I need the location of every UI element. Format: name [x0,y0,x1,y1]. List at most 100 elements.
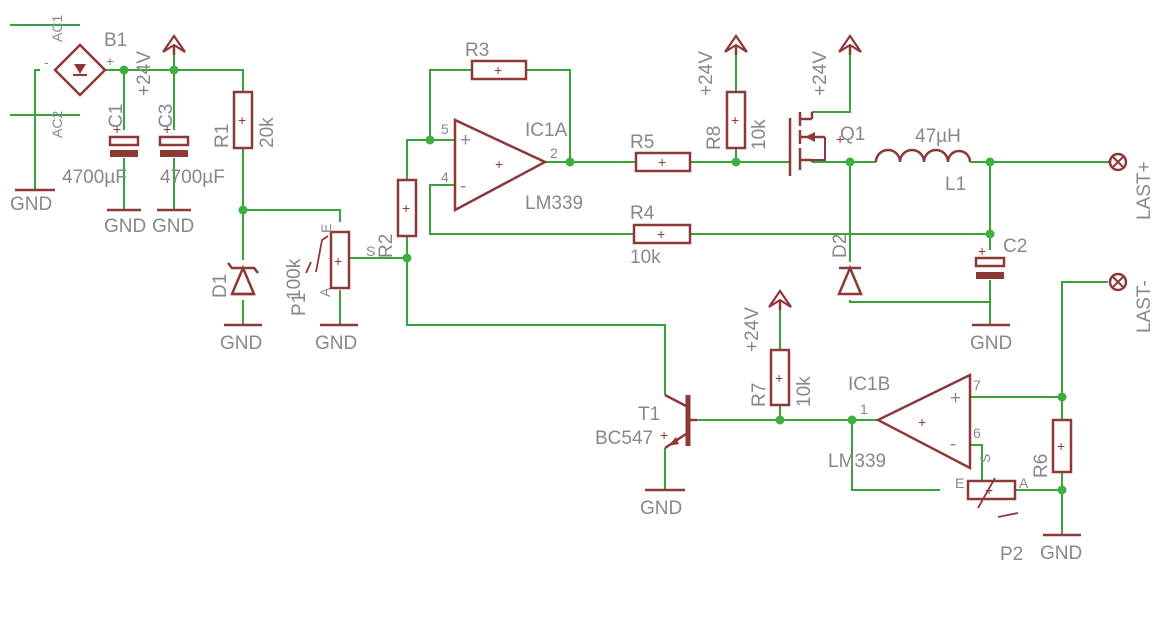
svg-text:+: + [918,414,926,430]
t1-label: T1 [638,404,660,425]
b1-minus-pin: - [44,54,49,70]
b1-plus-pin: + [106,53,114,69]
transistor-t1: + T1 BC547 [595,393,697,450]
resistor-r8: + R8 10k [704,90,770,150]
svg-text:+: + [238,112,246,128]
p1-a-pin: A [317,287,333,297]
potentiometer-p2: + E S A P2 [955,454,1029,565]
b1-label: B1 [104,30,127,51]
r5-label: R5 [630,132,654,153]
ic1b-label: IC1B [848,374,890,395]
r2-label: R2 [376,234,397,258]
gnd-label-7: GND [640,498,682,519]
svg-text:+: + [657,226,665,242]
svg-text:+: + [658,154,666,170]
junctions [119,65,1067,495]
svg-text:+: + [660,427,668,443]
svg-text:+: + [163,121,171,137]
r8-value: 10k [749,119,770,150]
comparator-ic1b: + - + 7 6 1 IC1B LM339 [828,372,981,472]
ic1b-pin-minus: 6 [973,425,981,441]
mosfet-q1: + Q1 [788,112,865,176]
ic1b-type: LM339 [828,451,886,472]
d2-label: D2 [830,234,851,258]
comparator-ic1a: + - + 5 4 2 IC1A LM339 [441,118,583,214]
r3-label: R3 [465,40,489,61]
svg-text:+: + [836,131,844,147]
svg-text:+: + [1057,438,1065,454]
gnd-label-4: GND [220,333,262,354]
capacitor-c2: + C2 [974,236,1027,279]
p2-e-pin: E [955,475,964,491]
resistor-r1: + R1 20k [212,90,278,150]
r1-value: 20k [257,117,278,148]
p1-e-pin: E [318,224,334,233]
supply-24v-label-4: +24V [742,307,763,352]
c3-value: 4700µF [160,167,225,188]
supply-24v-label-3: +24V [810,51,831,96]
last-minus-label: LAST- [1134,280,1155,333]
svg-text:+: + [113,121,121,137]
resistor-r2: + R2 [376,178,418,258]
b1-ac2-pin: AC2 [49,111,65,138]
ic1a-plus-symbol: + [460,130,471,151]
svg-text:+: + [402,200,410,216]
supply-24v-1: +24V [134,34,186,96]
resistor-r6: + R6 [1031,418,1073,478]
r8-label: R8 [704,126,725,150]
t1-type: BC547 [595,428,653,449]
gnd-label-6: GND [970,333,1012,354]
gnd-label-3: GND [152,216,194,237]
gnd-3: GND [152,208,194,237]
gnd-5: GND [315,323,358,354]
c1-value: 4700µF [62,167,127,188]
terminal-last-plus: LAST+ [1108,152,1155,220]
wires [10,24,1108,535]
ic1a-type: LM339 [525,193,583,214]
resistor-r7: + R7 10k [749,348,815,407]
svg-text:+: + [731,112,739,128]
ic1b-pin-out: 1 [860,401,868,417]
ic1a-pin-out: 2 [550,145,558,161]
supply-24v-2: +24V [696,34,748,96]
gnd-label-8: GND [1040,543,1082,564]
c3-label: C3 [156,104,177,128]
ic1a-pin-plus: 5 [441,121,449,137]
gnd-4: GND [220,323,262,354]
last-plus-label: LAST+ [1134,161,1155,220]
c2-label: C2 [1003,236,1027,257]
d1-label: D1 [210,274,231,298]
r6-label: R6 [1031,454,1052,478]
l1-value: 47µH [915,126,961,147]
zener-diode-d1: D1 [210,262,259,298]
c1-label: C1 [106,104,127,128]
capacitor-c3: + C3 4700µF [156,104,225,188]
gnd-7: GND [640,488,685,519]
gnd-label-5: GND [315,333,357,354]
ic1b-minus-symbol: - [950,434,956,455]
svg-text:+: + [334,253,342,269]
r4-value: 10k [630,247,661,268]
p2-a-pin: A [1019,475,1029,491]
ic1a-pin-minus: 4 [441,169,449,185]
svg-text:+: + [978,243,986,259]
gnd-8: GND [1040,533,1082,564]
resistor-r5: + R5 [630,132,692,173]
p1-label: P1 [289,293,310,316]
p1-value: 100k [284,258,305,300]
supply-24v-label-1: +24V [134,51,155,96]
gnd-1: GND [10,188,55,215]
gnd-6: GND [970,323,1012,354]
gnd-label-1: GND [10,194,52,215]
ic1a-minus-symbol: - [460,176,466,197]
inductor-l1: 47µH L1 [874,126,972,195]
resistor-r3: + R3 [465,40,528,81]
p2-label: P2 [1000,544,1023,565]
capacitor-c1: + C1 4700µF [62,104,140,188]
p2-s-pin: S [977,454,993,463]
r1-label: R1 [212,124,233,148]
r7-value: 10k [794,376,815,407]
supply-24v-label-2: +24V [696,51,717,96]
